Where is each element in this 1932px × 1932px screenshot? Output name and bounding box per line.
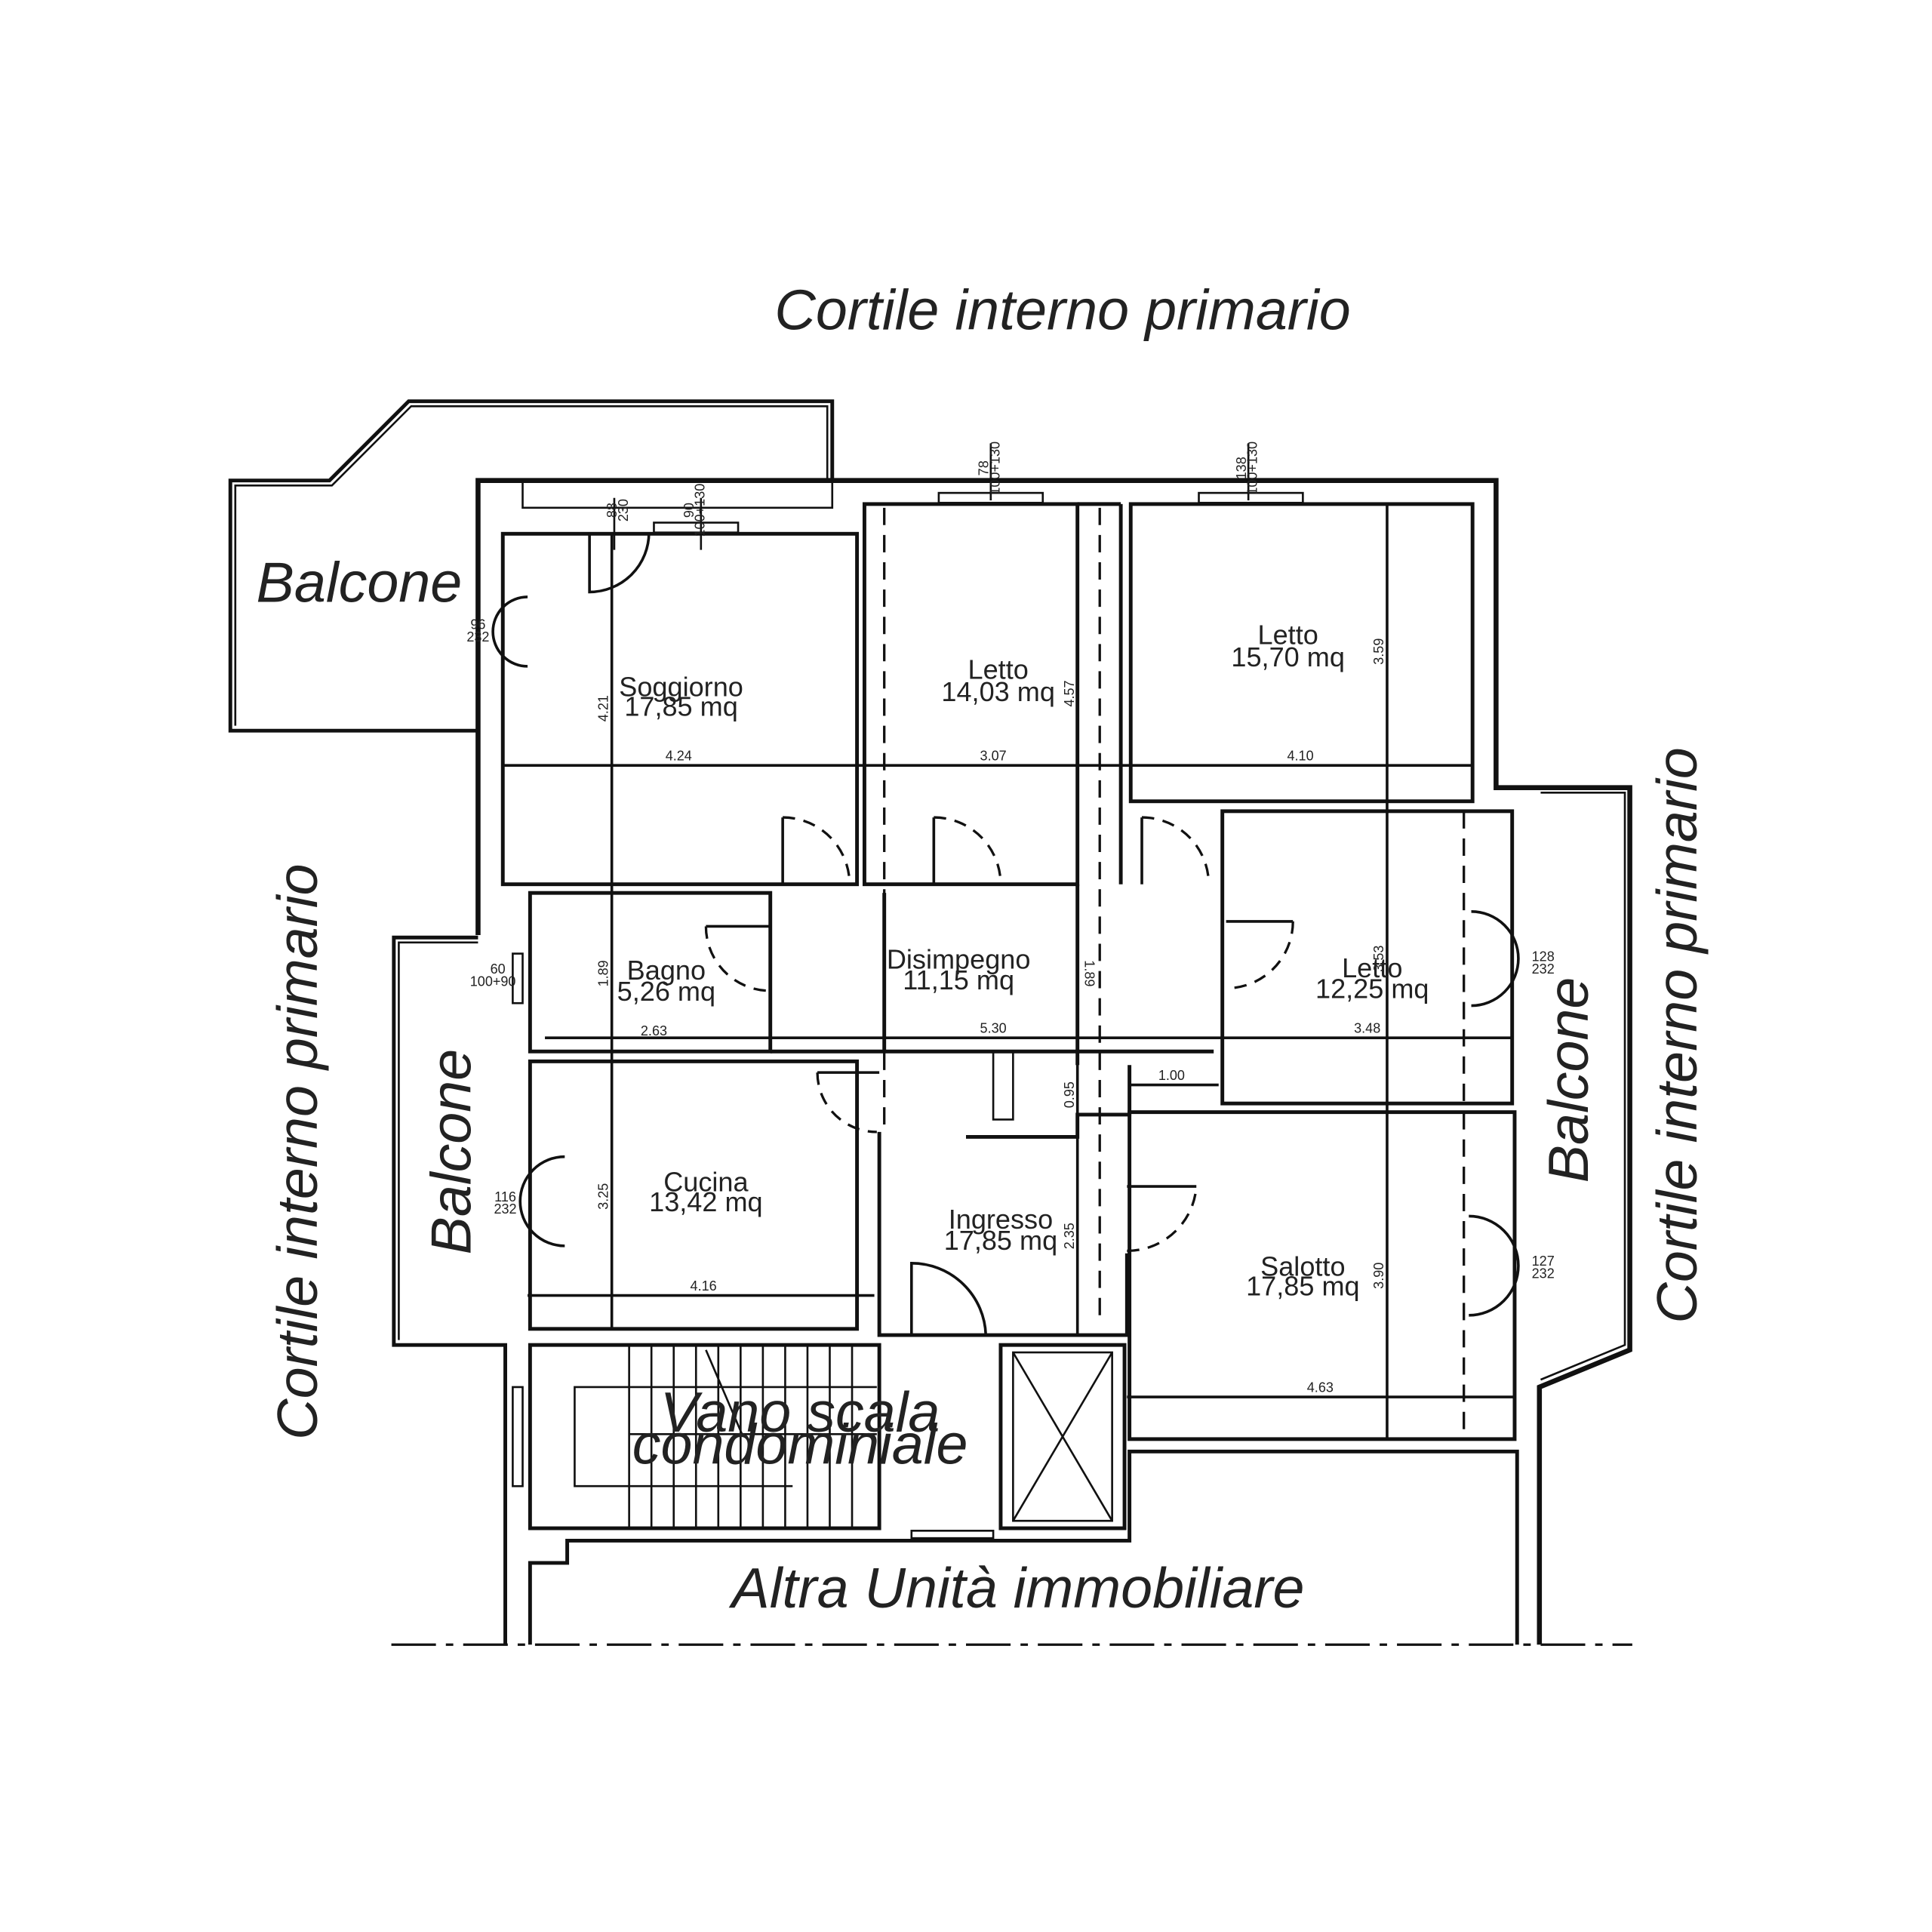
opening-label: 230 [616,499,631,521]
dim-label: 3.25 [596,1183,611,1210]
courtyard-right-label: Cortile interno primario [1645,747,1709,1323]
stair-label: Vano scala condominiale [632,1380,968,1476]
dimension-lines [503,503,1514,1439]
opening-label: 96 [470,617,485,632]
windows [512,443,1304,1540]
opening-labels: 88 230 90 100+130 78 100+130 138 100+130… [466,441,1554,1281]
room-cucina: Cucina 13,42 mq [649,1167,763,1217]
room-salotto: Salotto 17,85 mq [1246,1251,1360,1301]
dim-label: 1.89 [596,960,611,986]
dim-label: 3.53 [1371,946,1386,972]
other-unit-label: Altra Unità immobiliare [728,1556,1304,1620]
dim-label: 3.90 [1371,1263,1386,1289]
room-area: 5,26 mq [617,976,715,1007]
room-area: 11,15 mq [903,964,1014,995]
room-name: Disimpegno [887,943,1031,974]
dimension-labels: 4.24 3.07 4.10 2.63 5.30 3.48 1.00 4.16 … [596,638,1386,1395]
dim-label: 4.21 [596,695,611,721]
room-name: Letto [1342,952,1402,983]
room-area: 17,85 mq [1246,1271,1360,1302]
opening-label: 90 [681,503,697,518]
dim-label: 4.57 [1062,680,1077,706]
doors [491,532,1520,1336]
dim-label: 3.07 [980,749,1007,764]
dim-label: 2.63 [641,1023,667,1038]
opening-label: 232 [494,1201,516,1217]
opening-label: 116 [494,1189,516,1204]
opening-label: 88 [605,503,620,518]
balcony-top-left-label: Balcone [257,551,463,614]
dim-label: 4.63 [1307,1380,1334,1395]
opening-label: 232 [1532,1266,1555,1281]
room-name: Soggiorno [619,671,743,702]
opening-label: 127 [1532,1254,1555,1269]
opening-label: 138 [1234,457,1249,479]
dim-label: 2.35 [1062,1223,1077,1249]
room-name: Bagno [627,955,706,986]
dim-label: 1.89 [1082,960,1097,986]
room-bagno: Bagno 5,26 mq [617,955,715,1007]
dim-label: 3.48 [1354,1021,1380,1036]
courtyard-left-label: Cortile interno primario [266,863,329,1439]
opening-label: 100+130 [987,441,1002,495]
stair-line-2: condominiale [632,1413,968,1476]
room-area: 13,42 mq [649,1186,763,1217]
room-letto-3: Letto 12,25 mq [1315,952,1429,1004]
outer-walls [392,478,1632,1645]
room-name: Salotto [1260,1251,1345,1281]
opening-label: 100+130 [1245,441,1260,495]
balcony-right-label: Balcone [1537,977,1600,1183]
opening-label: 232 [1532,961,1555,977]
opening-label: 100+90 [470,974,516,989]
dim-label: 3.59 [1371,638,1386,665]
dashed-structure [883,507,1466,1439]
room-ingresso: Ingresso 17,85 mq [944,1204,1058,1256]
room-area: 14,03 mq [941,676,1055,707]
courtyard-top-label: Cortile interno primario [774,278,1350,342]
room-area: 15,70 mq [1231,641,1344,672]
room-walls [500,502,1517,1531]
room-name: Letto [968,654,1029,685]
room-area: 12,25 mq [1315,974,1429,1004]
opening-label: 60 [491,961,506,977]
balcony-left-label: Balcone [420,1049,483,1255]
opening-label: 100+130 [693,484,708,537]
opening-label: 78 [977,460,992,475]
dim-label: 5.30 [980,1021,1007,1036]
dim-label: 1.00 [1158,1068,1185,1083]
room-disimpegno: Disimpegno 11,15 mq [887,943,1031,995]
room-name: Cucina [663,1167,749,1198]
room-letto-1: Letto 14,03 mq [941,654,1055,707]
opening-label: 232 [466,629,489,645]
room-name: Ingresso [949,1204,1053,1235]
room-soggiorno: Soggiorno 17,85 mq [619,671,743,721]
dim-label: 0.95 [1062,1081,1077,1108]
room-area: 17,85 mq [944,1225,1058,1256]
room-letto-2: Letto 15,70 mq [1231,619,1344,672]
room-name: Letto [1258,619,1318,650]
stair-line-1: Vano scala [660,1380,940,1444]
room-area: 17,85 mq [624,691,738,722]
dim-label: 4.16 [691,1278,717,1294]
dim-label: 4.24 [666,749,692,764]
stair-treads [574,1345,877,1529]
dim-label: 4.10 [1287,749,1314,764]
opening-label: 128 [1532,949,1555,964]
